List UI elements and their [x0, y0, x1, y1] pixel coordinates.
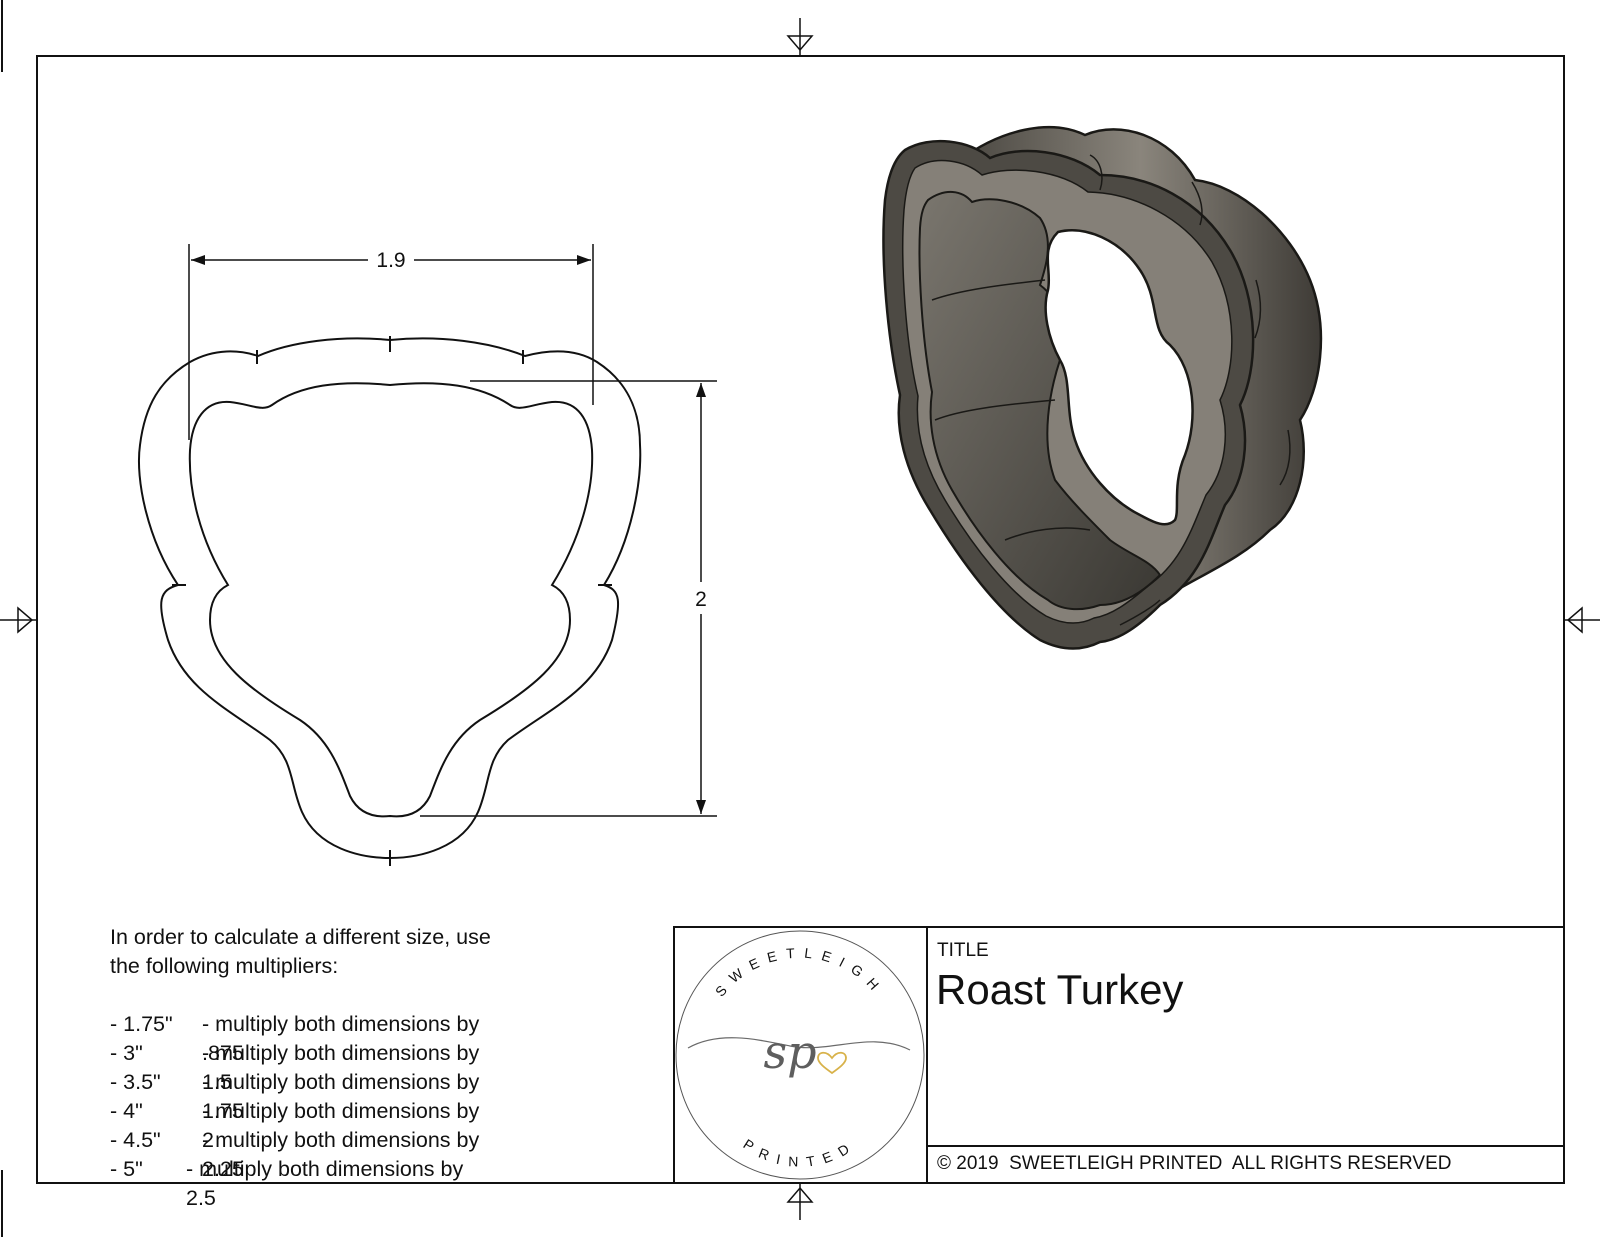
multiplier-row: - 4.5" - multiply both dimensions by 2.2…	[110, 1126, 491, 1181]
drawing-title: Roast Turkey	[936, 966, 1184, 1013]
cutter-outline-2d	[137, 336, 642, 866]
multiplier-text: - multiply both dimensions by 2.5	[186, 1157, 464, 1210]
svg-text:PRINTED: PRINTED	[740, 1136, 859, 1170]
title-block	[673, 926, 1565, 1184]
dimension-height-label: 2	[695, 588, 707, 611]
heart-icon	[817, 1051, 847, 1075]
multiplier-text: - multiply both dimensions by .875	[202, 1012, 480, 1065]
multiplier-size: - 4"	[110, 1099, 143, 1123]
multiplier-text: - multiply both dimensions by 1.5	[202, 1041, 480, 1094]
dimension-width	[188, 244, 594, 440]
center-mark-top	[786, 18, 814, 56]
multiplier-size: - 4.5"	[110, 1128, 161, 1152]
title-label: TITLE	[937, 940, 989, 961]
center-mark-bottom	[786, 1183, 814, 1220]
logo-top-text: SWEETLEIGH	[712, 945, 879, 1000]
svg-text:SWEETLEIGH: SWEETLEIGH	[712, 945, 888, 1000]
multiplier-row: - 3.5" - multiply both dimensions by 1.7…	[110, 1068, 491, 1123]
notes-intro-line-1: In order to calculate a different size, …	[110, 925, 491, 949]
dimension-width-label: 1.9	[376, 249, 405, 272]
dimension-height	[420, 380, 717, 817]
render-facet-lines	[931, 154, 1291, 626]
center-mark-right	[1564, 606, 1600, 634]
multiplier-size: - 1.75"	[110, 1012, 173, 1036]
center-mark-left	[0, 606, 37, 634]
logo-bottom-text: PRINTED	[740, 1136, 850, 1170]
notes-spacer	[110, 981, 491, 1010]
cutter-3d-render	[882, 126, 1323, 650]
multiplier-row: - 3" - multiply both dimensions by 1.5	[110, 1039, 491, 1094]
multiplier-text: - multiply both dimensions by 2	[202, 1099, 480, 1152]
multiplier-text: - multiply both dimensions by 1.75	[202, 1070, 480, 1123]
multiplier-row: - 5" - multiply both dimensions by 2.5	[110, 1155, 491, 1210]
logo-swash	[687, 1037, 911, 1051]
multiplier-text: - multiply both dimensions by 2.25	[202, 1128, 480, 1181]
notes-intro-line-2: the following multipliers:	[110, 954, 339, 978]
copyright-notice: © 2019 SWEETLEIGH PRINTED ALL RIGHTS RES…	[937, 1153, 1452, 1174]
logo-seal: SWEETLEIGH PRINTED sp	[675, 930, 925, 1180]
multiplier-row: - 4" - multiply both dimensions by 2	[110, 1097, 491, 1152]
multiplier-size: - 5"	[110, 1157, 143, 1181]
logo-monogram: sp	[763, 1025, 816, 1079]
multiplier-row: - 1.75" - multiply both dimensions by .8…	[110, 1010, 491, 1065]
inner-outline	[188, 382, 594, 818]
render-opening	[1044, 229, 1194, 526]
multiplier-size: - 3"	[110, 1041, 143, 1065]
multiplier-size: - 3.5"	[110, 1070, 161, 1094]
size-multiplier-notes: In order to calculate a different size, …	[110, 923, 491, 1210]
